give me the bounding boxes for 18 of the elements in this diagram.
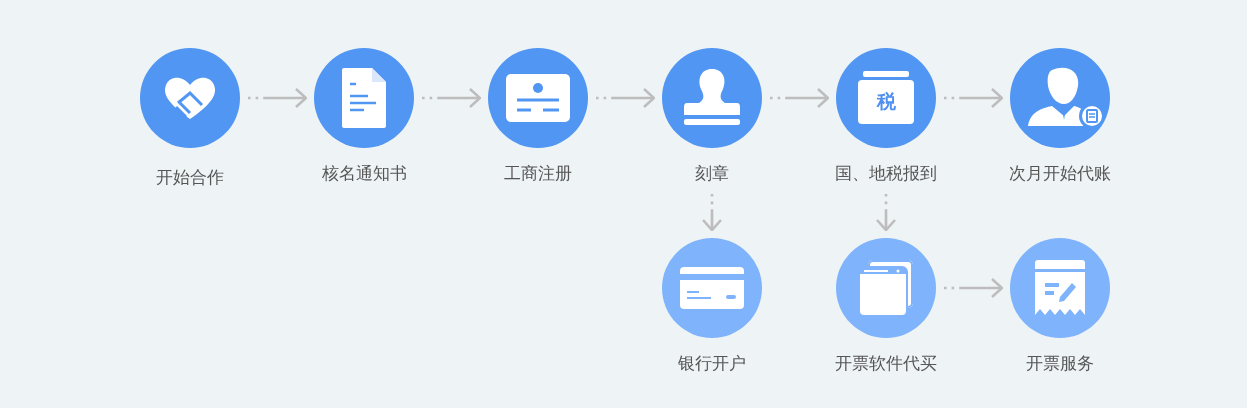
- step-label: 开票软件代买: [835, 352, 937, 374]
- step-label: 工商注册: [504, 162, 572, 184]
- arrow: [596, 87, 656, 109]
- step-label: 次月开始代账: [1009, 162, 1111, 184]
- arrow: [701, 194, 723, 232]
- icon-text: 税: [876, 91, 896, 111]
- arrow: [422, 87, 482, 109]
- step-label: 刻章: [695, 162, 729, 184]
- arrow: [944, 277, 1004, 299]
- arrow: [875, 194, 897, 232]
- step-label: 国、地税报到: [835, 162, 937, 184]
- arrow: [248, 87, 308, 109]
- step-label: 银行开户: [678, 352, 746, 374]
- step-label: 开始合作: [156, 166, 224, 188]
- step-label: 开票服务: [1026, 352, 1094, 374]
- step-label: 核名通知书: [321, 162, 407, 184]
- arrow: [770, 87, 830, 109]
- arrow: [944, 87, 1004, 109]
